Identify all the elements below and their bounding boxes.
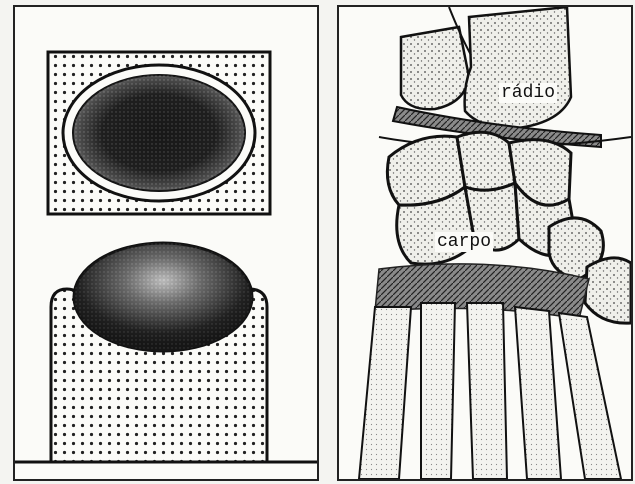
right-wrist-panel: rádio carpo bbox=[337, 5, 633, 481]
bone-head-in-socket bbox=[15, 243, 317, 462]
forearm-bones bbox=[401, 7, 571, 129]
label-carpus: carpo bbox=[435, 232, 493, 252]
left-schematic-panel bbox=[13, 5, 319, 481]
metacarpals bbox=[359, 303, 621, 479]
joint-schematic bbox=[15, 7, 317, 479]
label-radius: rádio bbox=[499, 83, 557, 103]
cross-section bbox=[48, 52, 270, 214]
